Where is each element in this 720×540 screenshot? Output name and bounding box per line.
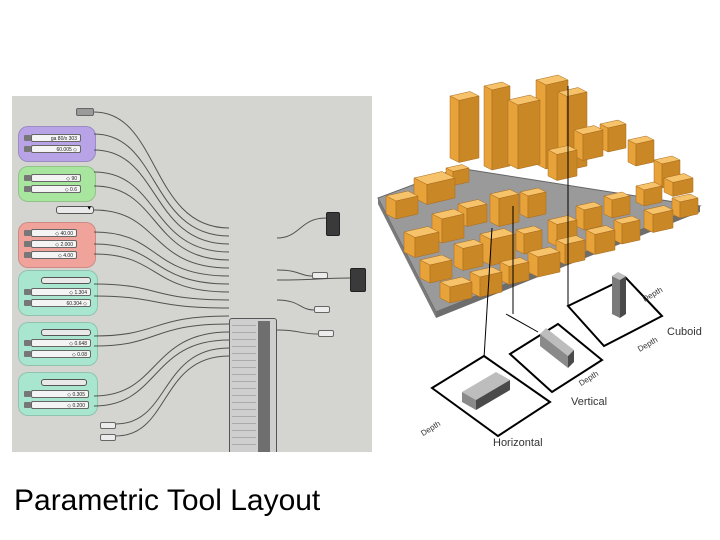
- building: [445, 164, 470, 186]
- building: [627, 135, 655, 167]
- building: [671, 193, 699, 219]
- depth-label: Depth: [641, 285, 665, 304]
- building: [403, 226, 440, 258]
- building: [519, 187, 547, 219]
- main-component[interactable]: [229, 318, 277, 452]
- horizontal-label: Horizontal: [493, 437, 543, 449]
- building: [535, 74, 569, 170]
- building: [507, 94, 541, 170]
- depth-label: Depth: [419, 419, 443, 438]
- output-preview-node[interactable]: [326, 212, 340, 236]
- definition-canvas[interactable]: ga 80/x 303 60.005 ◇ ◇ 90 ◇ 0.6 ▾ ◇ 40.0…: [12, 96, 372, 452]
- building: [431, 208, 465, 244]
- building: [385, 190, 419, 220]
- building: [483, 81, 511, 171]
- output-node[interactable]: [318, 330, 334, 337]
- slider[interactable]: ◇ 0.200: [24, 401, 89, 409]
- slider[interactable]: ◇ 4.00: [24, 251, 77, 259]
- output-node[interactable]: [312, 272, 328, 279]
- building: [515, 225, 543, 255]
- parameter-group-red: ◇ 40.00 ◇ 2.000 ◇ 4.00: [18, 222, 96, 268]
- building: [575, 201, 603, 231]
- slider[interactable]: ◇ 1.304: [24, 288, 91, 296]
- depth-label: Depth: [577, 369, 601, 388]
- building: [547, 215, 578, 247]
- slider[interactable]: ◇ 0.6: [24, 185, 81, 193]
- cuboid-label: Cuboid: [667, 326, 702, 338]
- building: [557, 87, 588, 171]
- parameter-group-green: ◇ 90 ◇ 0.6: [18, 166, 96, 202]
- value-list[interactable]: [41, 329, 91, 336]
- slider[interactable]: ◇ 90: [24, 174, 81, 182]
- dropdown-node[interactable]: ▾: [56, 205, 94, 214]
- building: [555, 235, 586, 265]
- value-list[interactable]: [41, 277, 91, 284]
- component-core: [258, 321, 270, 452]
- building: [439, 276, 473, 304]
- slider[interactable]: 60.304 ◇: [24, 299, 91, 307]
- slider[interactable]: ◇ 0.305: [24, 390, 89, 398]
- slider[interactable]: ◇ 0.08: [24, 350, 91, 358]
- parameter-group-mint-2: ◇ 0.648 ◇ 0.08: [18, 322, 98, 366]
- slider[interactable]: ga 80/x 303: [24, 134, 81, 142]
- building: [449, 91, 480, 163]
- building: [653, 155, 681, 189]
- building: [585, 225, 616, 255]
- slider[interactable]: 60.005 ◇: [24, 145, 81, 153]
- parameter-group-purple: ga 80/x 303 60.005 ◇: [18, 126, 96, 162]
- building: [489, 189, 520, 227]
- building: [663, 173, 694, 197]
- leader-lines: [483, 86, 569, 359]
- input-node-top[interactable]: [76, 108, 94, 116]
- output-node-bottom-2[interactable]: [100, 434, 116, 441]
- building: [527, 246, 561, 278]
- page-title: Parametric Tool Layout: [14, 484, 321, 517]
- output-preview-node[interactable]: [350, 268, 366, 292]
- building: [479, 228, 516, 266]
- building: [643, 205, 674, 233]
- slider[interactable]: ◇ 40.00: [24, 229, 77, 237]
- output-node[interactable]: [314, 306, 330, 313]
- building: [613, 215, 641, 245]
- building: [573, 125, 604, 161]
- slider[interactable]: ◇ 2.000: [24, 240, 77, 248]
- value-list[interactable]: [41, 379, 87, 386]
- building: [419, 254, 453, 284]
- building: [499, 257, 530, 285]
- buildings: [385, 74, 699, 304]
- building: [603, 191, 631, 219]
- building: [413, 171, 456, 205]
- depth-label: Depth: [636, 335, 660, 354]
- building: [599, 119, 627, 153]
- parameter-group-mint-1: ◇ 1.304 60.304 ◇: [18, 270, 98, 316]
- vertical-label: Vertical: [571, 396, 608, 408]
- building: [547, 145, 578, 181]
- building: [469, 266, 503, 298]
- output-node-bottom-1[interactable]: [100, 422, 116, 429]
- building: [453, 239, 484, 271]
- building: [635, 181, 663, 207]
- slider[interactable]: ◇ 0.648: [24, 339, 91, 347]
- parameter-group-mint-3: ◇ 0.305 ◇ 0.200: [18, 372, 98, 416]
- building: [457, 199, 488, 227]
- type-diagrams: [430, 272, 664, 438]
